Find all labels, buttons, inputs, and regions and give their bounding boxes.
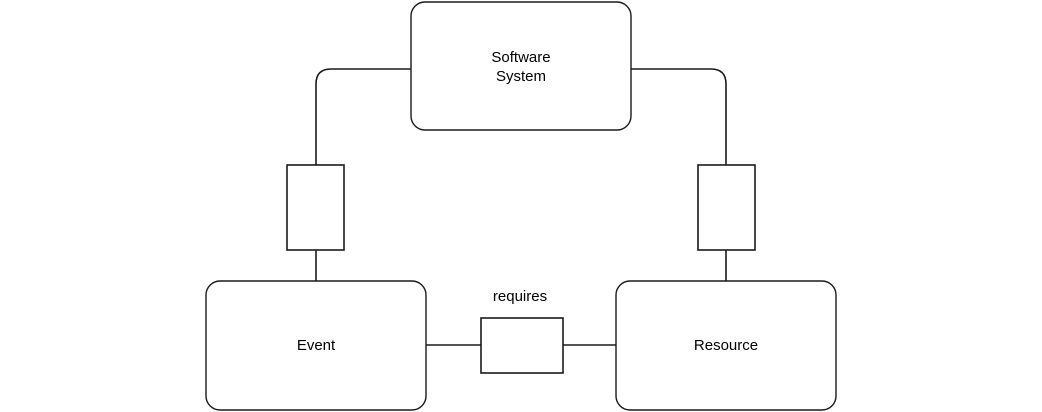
node-layer (205, 1, 837, 411)
right-association-box[interactable] (697, 164, 756, 251)
edge-software-system-to-left-association[interactable] (315, 68, 411, 165)
left-association-box[interactable] (286, 164, 345, 251)
label-layer: Software System Event Resource requires (297, 49, 758, 354)
association-box-layer (286, 164, 756, 374)
node-event[interactable] (205, 280, 427, 411)
connector-layer (315, 68, 727, 346)
node-event-label: Event (297, 337, 336, 354)
edge-software-system-to-right-association[interactable] (631, 68, 727, 165)
edge-label-requires: requires (493, 288, 547, 305)
node-software-system-label-line1: Software (491, 49, 550, 66)
node-software-system-label-line2: System (496, 68, 546, 85)
node-software-system[interactable] (410, 1, 632, 131)
node-resource-label: Resource (694, 337, 758, 354)
node-resource[interactable] (615, 280, 837, 411)
middle-association-box[interactable] (480, 317, 564, 374)
